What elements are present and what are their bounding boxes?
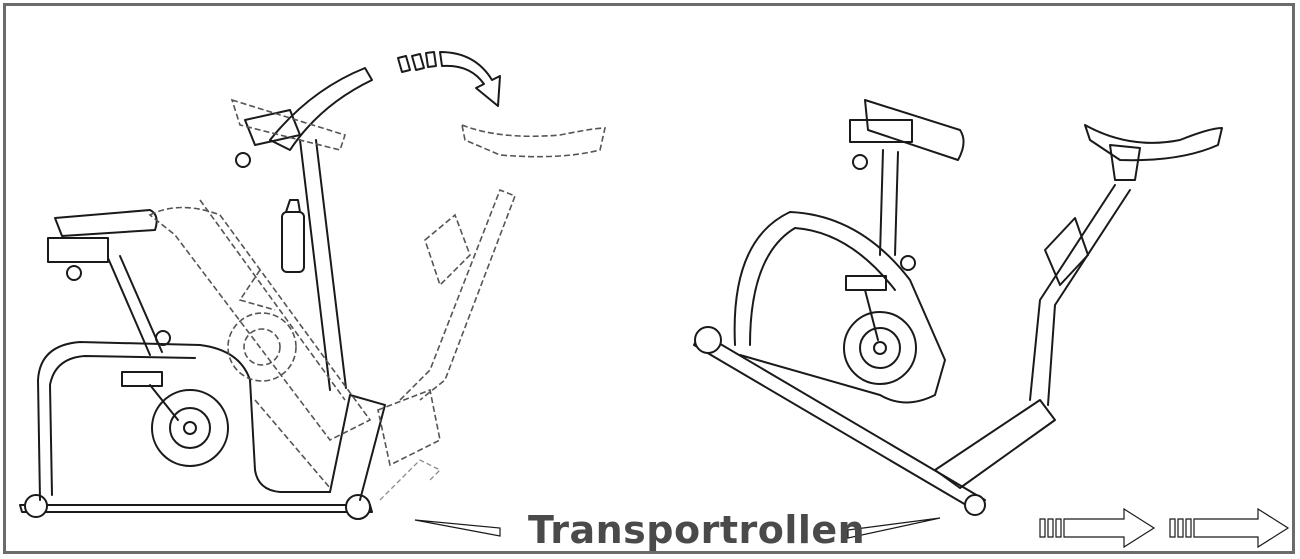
pointer-wedges: [414, 517, 941, 539]
figure-frame: [3, 3, 1295, 554]
bike-upright-left: [19, 67, 386, 520]
right-arrow-icon: [1039, 507, 1290, 549]
bike-tilt-ghost: [148, 98, 607, 501]
curved-arrow-icon: [397, 51, 501, 107]
bike-tilted-right: [693, 99, 1223, 516]
caption-transportrollen: Transportrollen: [528, 508, 866, 552]
